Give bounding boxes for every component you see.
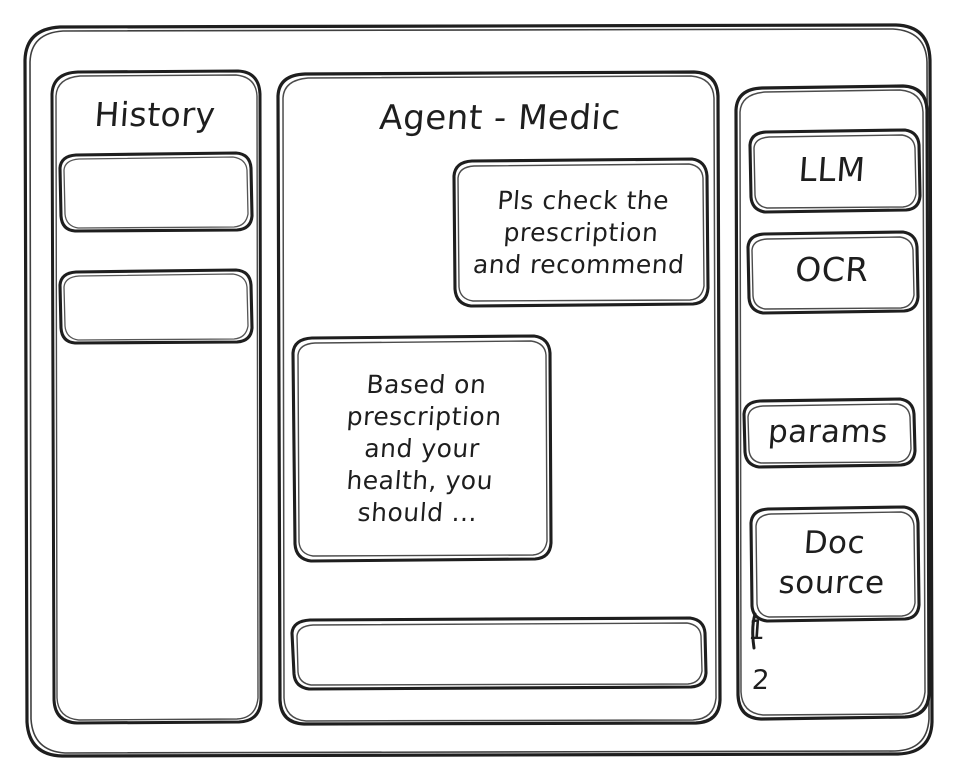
- llm-button[interactable]: [750, 130, 920, 212]
- message-input[interactable]: [292, 618, 706, 689]
- doc-source-item-2[interactable]: 2: [750, 664, 771, 696]
- user-message-bubble: Pls check the prescription and recommend: [472, 186, 686, 279]
- history-panel-title: History: [93, 94, 217, 134]
- history-item-2[interactable]: [60, 270, 252, 343]
- history-item-1[interactable]: [60, 153, 252, 231]
- ocr-button[interactable]: [748, 232, 918, 313]
- params-button[interactable]: [744, 399, 915, 467]
- assistant-message-bubble: Based on prescription and your health, y…: [345, 370, 503, 527]
- page-title: Agent - Medic: [378, 98, 622, 139]
- doc-source-button[interactable]: [751, 507, 919, 621]
